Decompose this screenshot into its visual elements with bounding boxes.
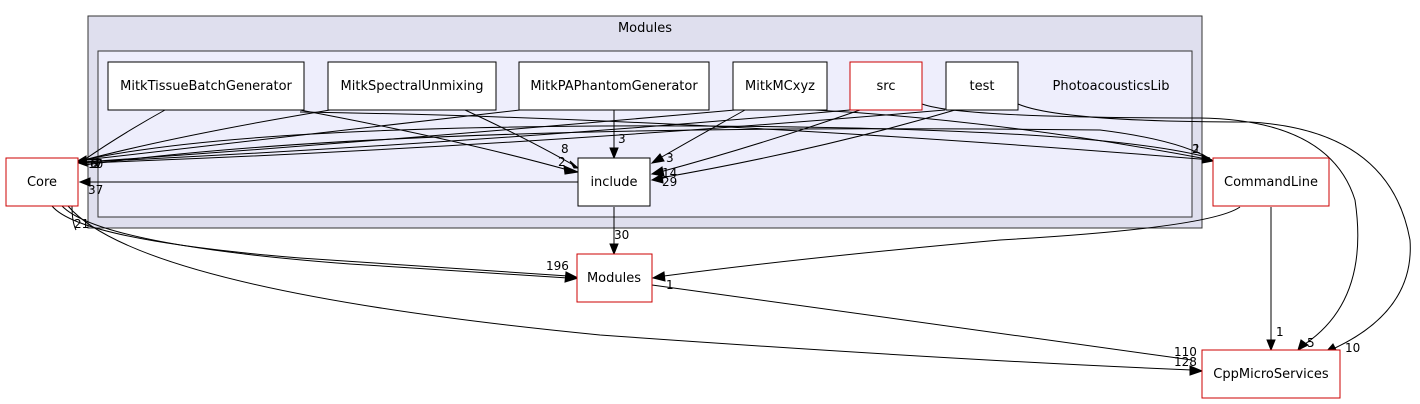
edge-test-core [83,109,946,164]
arrowhead-commandline-cpp [1266,339,1276,352]
edge-label-core-modules: 196 [546,259,569,273]
node-label: include [590,175,637,190]
edge-label-cpp-right-b: 10 [1345,341,1360,355]
edge-label-core-b: 6 [90,157,98,171]
edge-mcxyz-include [659,109,746,159]
arrowhead-include-modules [609,243,619,256]
node-box [327,61,497,111]
edge-label-commandline-cpp: 1 [1276,325,1284,339]
node-box [5,157,79,207]
node-box [576,253,653,303]
node-label: src [877,79,896,94]
node-box [107,61,305,111]
edge-spectral-commandline [299,111,1213,161]
edge-label-phantom-include: 3 [618,132,626,146]
edge-label-cpp-a: 110 [1174,345,1197,359]
edge-tissue-core [83,109,166,161]
edge-core-cpp [67,205,1193,371]
edge-core-modules [51,205,569,277]
edge-src-include [659,109,861,173]
arrowhead-src-cpp [1297,339,1309,351]
node-label: MitkPAPhantomGenerator [530,79,698,94]
arrowhead-core-cpp [1189,365,1204,376]
node-box [945,61,1019,111]
node-mitk-tissue-batch-generator[interactable]: MitkTissueBatchGenerator [107,61,305,111]
arrowhead-commandline [1201,153,1215,164]
arrowhead-mcxyz-include [650,153,665,164]
arrowhead-tissue-include [563,165,580,175]
edge-test-include [659,109,956,179]
edge-label-commandline-a: 2 [1192,142,1200,156]
node-box [849,61,923,111]
node-label: Modules [587,271,641,286]
edge-label-commandline-b: 1 [1193,142,1201,156]
edge-modules-cpp [651,284,1193,361]
edge-label-src-include: 14 [662,166,677,180]
arrowhead-core-top [74,155,88,167]
arrowhead-include-core [78,177,91,187]
edge-label-core-d: 7 [95,157,103,171]
node-commandline[interactable]: CommandLine [1212,157,1330,207]
edge-label-cpp-b: 128 [1174,355,1197,369]
edge-label-cpp-right-a: 5 [1307,336,1315,350]
node-modules-external[interactable]: Modules [576,253,653,303]
arrowhead-commandline-modules [651,271,666,282]
node-mitk-spectral-unmixing[interactable]: MitkSpectralUnmixing [327,61,497,111]
edge-tissue-include [299,109,569,171]
node-include[interactable]: include [577,157,651,207]
edge-core-commandline [83,128,1213,166]
edge-src-core [83,109,851,163]
node-label: CommandLine [1224,175,1318,190]
outer-cluster-label: Modules [618,21,672,36]
edge-label-include-core: 37 [88,183,103,197]
node-box [732,61,828,111]
node-core[interactable]: Core [5,157,79,207]
edge-label-tissue-include: 2 [558,155,566,169]
arrowhead-spectral-include [569,160,580,169]
node-label: CppMicroServices [1213,367,1329,382]
edge-label-mcxyz-include: 3 [666,151,674,165]
edge-test-cpp [1017,103,1411,349]
edge-label-core-a: 10 [88,157,103,171]
edges [51,103,1411,376]
edge-mcxyz-commandline [814,109,1213,161]
arrowhead-core-modules [564,271,580,283]
inner-cluster-label: PhotoacousticsLib [1053,79,1170,94]
node-cppmicroservices[interactable]: CppMicroServices [1201,349,1341,399]
edge-labels: 3 8 2 3 14 29 10 6 2 7 37 21 2 1 30 196 … [74,132,1360,369]
node-box [1201,349,1341,399]
node-label: Core [27,175,57,190]
arrowhead-src-include [650,166,665,177]
edge-src-cpp [921,103,1359,345]
node-label: test [970,79,995,94]
node-label: MitkTissueBatchGenerator [120,79,292,94]
edge-label-test-include: 29 [662,175,677,189]
node-box [518,61,710,111]
edge-spectral-core [83,109,331,161]
edge-core-modules-2 [61,205,569,279]
node-box [1212,157,1330,207]
arrowhead-test-include [650,173,664,184]
node-label: MitkMCxyz [745,79,815,94]
edge-label-core-c: 2 [92,157,100,171]
edge-commandline-modules [663,206,1241,277]
arrowhead-phantom-include [609,147,619,160]
node-mitk-mcxyz[interactable]: MitkMCxyz [732,61,828,111]
edge-label-spectral-include: 8 [561,142,569,156]
node-src[interactable]: src [849,61,923,111]
edge-label-modules-cpp-src: 1 [666,278,674,292]
node-label: MitkSpectralUnmixing [341,79,484,94]
node-mitk-pa-phantom-generator[interactable]: MitkPAPhantomGenerator [518,61,710,111]
edge-label-include-modules: 30 [614,228,629,242]
node-test[interactable]: test [945,61,1019,111]
node-box [577,157,651,207]
edge-label-core-below: 21 [74,217,89,231]
